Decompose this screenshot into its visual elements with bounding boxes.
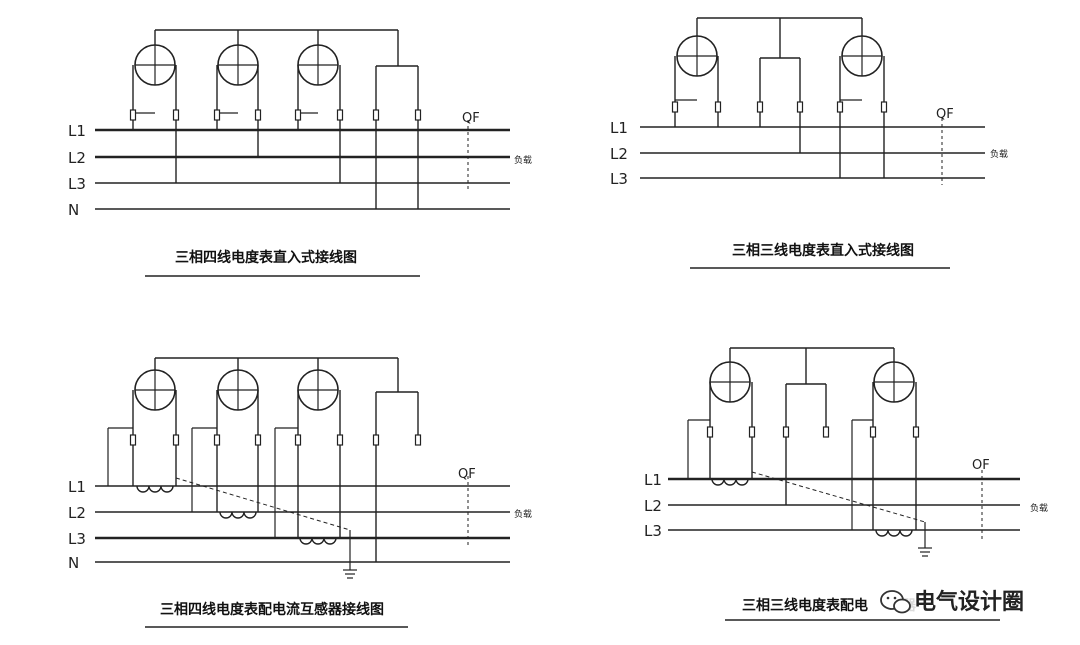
line-label-l2: L2 bbox=[68, 149, 86, 167]
meter-icon bbox=[297, 369, 339, 411]
line-label-l3: L3 bbox=[644, 522, 662, 540]
current-transformer-icon bbox=[875, 529, 913, 537]
breaker-label: OF bbox=[972, 458, 990, 473]
meter-icon bbox=[873, 361, 915, 403]
line-label-l3: L3 bbox=[610, 170, 628, 188]
line-label-l2: L2 bbox=[644, 497, 662, 515]
diagram-1: L1 L2 L3 N QF 负载 三相四线电度表直入式接线图 bbox=[68, 29, 532, 277]
line-label-n: N bbox=[68, 201, 79, 219]
line-label-l2: L2 bbox=[610, 145, 628, 163]
diagram-caption: 三相四线电度表配电流互感器接线图 bbox=[160, 601, 384, 618]
diagram-caption: 三相三线电度表配电 bbox=[742, 597, 868, 614]
load-label: 负载 bbox=[514, 508, 532, 520]
current-transformer-icon bbox=[219, 511, 257, 519]
load-label: 负载 bbox=[990, 148, 1008, 160]
line-label-l2: L2 bbox=[68, 504, 86, 522]
diagram-4: L1 L2 L3 OF 负载 三相三线电度表配电 器 bbox=[644, 347, 1048, 621]
line-label-l3: L3 bbox=[68, 530, 86, 548]
breaker-label: QF bbox=[462, 111, 480, 126]
breaker-label: QF bbox=[936, 107, 954, 122]
line-label-l1: L1 bbox=[68, 478, 86, 496]
meter-icon bbox=[709, 361, 751, 403]
line-label-n: N bbox=[68, 554, 79, 572]
meter-icon bbox=[217, 44, 259, 86]
wechat-icon bbox=[880, 590, 911, 614]
diagram-3: L1 L2 L3 N QF 负载 三相四线电度表配电流互感器接线图 bbox=[68, 357, 532, 628]
line-label-l1: L1 bbox=[68, 122, 86, 140]
line-label-l3: L3 bbox=[68, 175, 86, 193]
meter-icon bbox=[134, 369, 176, 411]
breaker-label: QF bbox=[458, 467, 476, 482]
meter-icon bbox=[841, 35, 883, 77]
line-label-l1: L1 bbox=[610, 119, 628, 137]
current-transformer-icon bbox=[136, 485, 174, 493]
diagram-2: L1 L2 L3 QF 负载 三相三线电度表直入式接线图 bbox=[610, 17, 1008, 269]
load-label: 负载 bbox=[514, 154, 532, 166]
meter-icon bbox=[134, 44, 176, 86]
diagram-caption: 三相四线电度表直入式接线图 bbox=[175, 249, 357, 266]
meter-icon bbox=[297, 44, 339, 86]
line-label-l1: L1 bbox=[644, 471, 662, 489]
meter-icon bbox=[676, 35, 718, 77]
watermark-text: 电气设计圈 bbox=[914, 589, 1024, 615]
load-label: 负载 bbox=[1030, 502, 1048, 514]
watermark: 电气设计圈 bbox=[874, 582, 1042, 616]
diagram-caption: 三相三线电度表直入式接线图 bbox=[732, 242, 914, 259]
meter-icon bbox=[217, 369, 259, 411]
